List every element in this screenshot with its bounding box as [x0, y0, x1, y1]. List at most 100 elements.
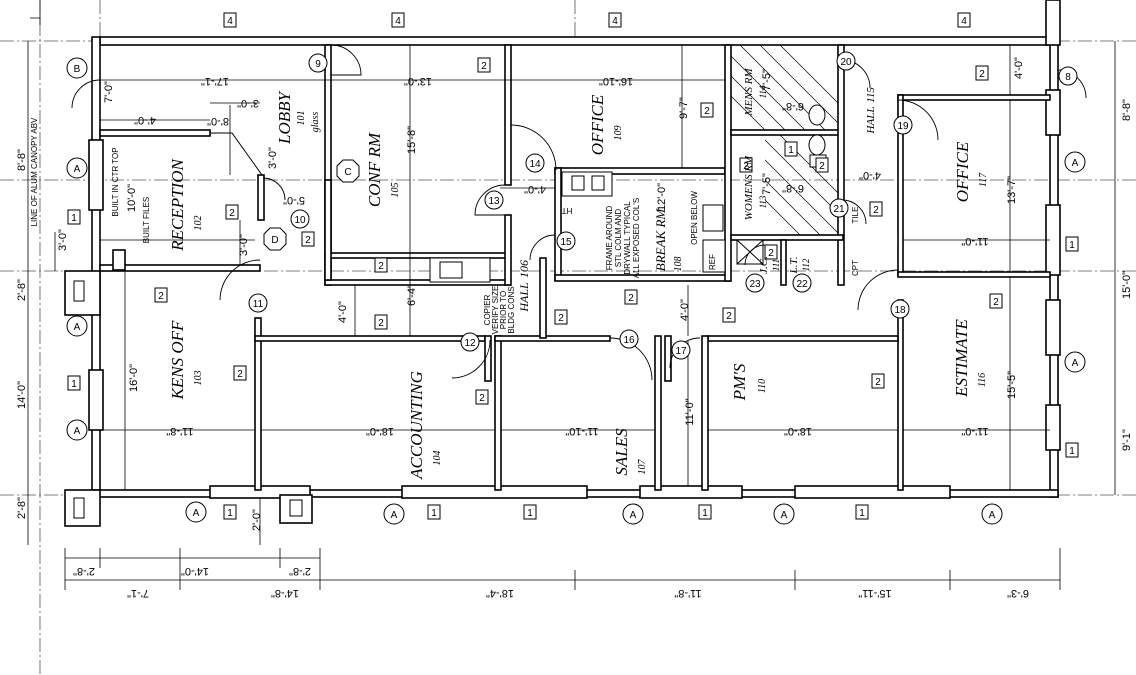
wall-tag: 2: [225, 204, 239, 220]
svg-text:3'-0": 3'-0": [238, 234, 250, 256]
window-tag-a: A: [773, 503, 795, 525]
svg-text:8'-0": 8'-0": [207, 115, 229, 127]
wall-tag: 2: [975, 65, 989, 81]
room-sales: SALES 107: [612, 428, 648, 476]
door-number-23: 23: [745, 273, 765, 293]
svg-text:15'-8": 15'-8": [406, 126, 418, 154]
svg-text:2: 2: [993, 297, 999, 308]
wall-tag: 2: [301, 231, 315, 247]
svg-text:LINE OF ALUM CANOPY ABV: LINE OF ALUM CANOPY ABV: [30, 117, 39, 226]
svg-text:4'-0": 4'-0": [859, 169, 881, 181]
svg-text:11: 11: [253, 299, 264, 310]
svg-text:2: 2: [726, 311, 732, 322]
svg-text:2: 2: [819, 161, 825, 172]
wall-tag: 2: [477, 57, 491, 73]
svg-text:glass: glass: [310, 112, 321, 133]
svg-text:10: 10: [294, 215, 306, 226]
door-number-14: 14: [525, 153, 545, 173]
svg-text:106: 106: [517, 260, 531, 278]
wall-tag: 2: [233, 365, 247, 381]
svg-text:MENS RM: MENS RM: [743, 67, 755, 116]
wall-tag: 2: [869, 201, 883, 217]
svg-text:2: 2: [875, 377, 881, 388]
svg-text:109: 109: [613, 126, 624, 141]
wall-tag: 1: [1065, 442, 1079, 458]
svg-text:BREAK RM: BREAK RM: [653, 208, 668, 272]
svg-text:12'-0": 12'-0": [656, 183, 668, 211]
svg-text:DRYWALL TYPICAL: DRYWALL TYPICAL: [623, 201, 632, 275]
door-number-15: 15: [556, 231, 576, 251]
door-number-11: 11: [248, 293, 268, 313]
door-number-19: 19: [893, 115, 913, 135]
wall-tag: 2: [554, 309, 568, 325]
svg-text:20: 20: [840, 57, 852, 68]
frame-note: FRAME AROUND STL COLM AND DRYWALL TYPICA…: [605, 198, 641, 278]
exterior-walls: [64, 0, 1061, 527]
svg-text:A: A: [989, 510, 996, 521]
svg-text:17: 17: [675, 346, 687, 357]
svg-text:1: 1: [71, 213, 77, 224]
svg-text:2'-8": 2'-8": [289, 565, 311, 577]
svg-text:8'-8": 8'-8": [1121, 99, 1133, 121]
svg-text:12: 12: [464, 338, 476, 349]
wall-tag: 2: [374, 314, 388, 330]
svg-text:J.C.: J.C.: [758, 256, 770, 274]
svg-text:L.T.: L.T.: [788, 257, 800, 275]
wall-tag: 2: [871, 373, 885, 389]
wall-tag: 4: [608, 12, 622, 28]
wall-tag: 1: [223, 504, 237, 520]
svg-text:117: 117: [978, 172, 989, 187]
window-tag-a: A: [622, 503, 644, 525]
notes: LINE OF ALUM CANOPY ABV BUILT IN CTR TOP…: [30, 117, 860, 334]
svg-text:A: A: [1072, 158, 1079, 169]
svg-text:2: 2: [479, 393, 485, 404]
svg-text:2: 2: [158, 291, 164, 302]
svg-text:4: 4: [961, 16, 967, 27]
svg-text:9'-1": 9'-1": [1121, 429, 1133, 451]
room-kens-off: KENS OFF 103: [168, 320, 204, 400]
room-womens-rm: WOMENS RM 113: [743, 155, 768, 220]
svg-text:1: 1: [859, 508, 865, 519]
svg-text:107: 107: [637, 459, 648, 475]
window-tag-a: A: [185, 501, 207, 523]
svg-text:REF: REF: [708, 254, 717, 270]
svg-text:23: 23: [749, 279, 761, 290]
window-tag-b: B: [66, 57, 88, 79]
svg-text:116: 116: [977, 373, 988, 387]
room-estimate: ESTIMATE 116: [952, 319, 988, 398]
svg-text:7'-5": 7'-5": [761, 173, 773, 195]
window-tag-a: A: [1064, 351, 1086, 373]
svg-text:6'-8": 6'-8": [782, 182, 804, 194]
svg-text:PRIOR TO: PRIOR TO: [499, 291, 508, 329]
wall-type-tags: 4 4 4 4 2 2 2 2 2 2 2 2 2 2 2 2 2 2 2 2 …: [67, 12, 1079, 520]
svg-text:A: A: [1072, 358, 1079, 369]
door-number-21: 21: [829, 198, 849, 218]
wall-tag: 1: [784, 141, 798, 157]
svg-text:104: 104: [432, 451, 443, 466]
svg-text:11'-0": 11'-0": [961, 235, 988, 247]
door-number-22: 22: [792, 273, 812, 293]
door-number-8: 8: [1058, 66, 1078, 86]
svg-text:9'-7": 9'-7": [678, 97, 690, 119]
svg-text:OPEN BELOW: OPEN BELOW: [690, 191, 699, 245]
room-office-109: OFFICE 109: [588, 94, 624, 155]
door-number-13: 13: [484, 190, 504, 210]
svg-text:14: 14: [529, 159, 541, 170]
svg-text:8'-8": 8'-8": [16, 149, 28, 171]
svg-text:2: 2: [237, 369, 243, 380]
svg-text:4'-0": 4'-0": [524, 183, 546, 195]
svg-text:2: 2: [558, 313, 564, 324]
wall-tag: 1: [855, 504, 869, 520]
svg-text:C: C: [344, 167, 351, 178]
door-number-18: 18: [890, 299, 910, 319]
svg-text:14'-0": 14'-0": [181, 565, 209, 577]
svg-text:A: A: [74, 426, 81, 437]
wall-tag: 4: [391, 12, 405, 28]
svg-text:18: 18: [894, 305, 906, 316]
svg-text:11'-8": 11'-8": [166, 425, 193, 437]
svg-text:9: 9: [315, 59, 321, 70]
wall-tag: 1: [67, 375, 81, 391]
wall-tag: 2: [374, 257, 388, 273]
room-jc: J.C. 111: [758, 256, 781, 274]
svg-text:11'-0": 11'-0": [961, 425, 988, 437]
